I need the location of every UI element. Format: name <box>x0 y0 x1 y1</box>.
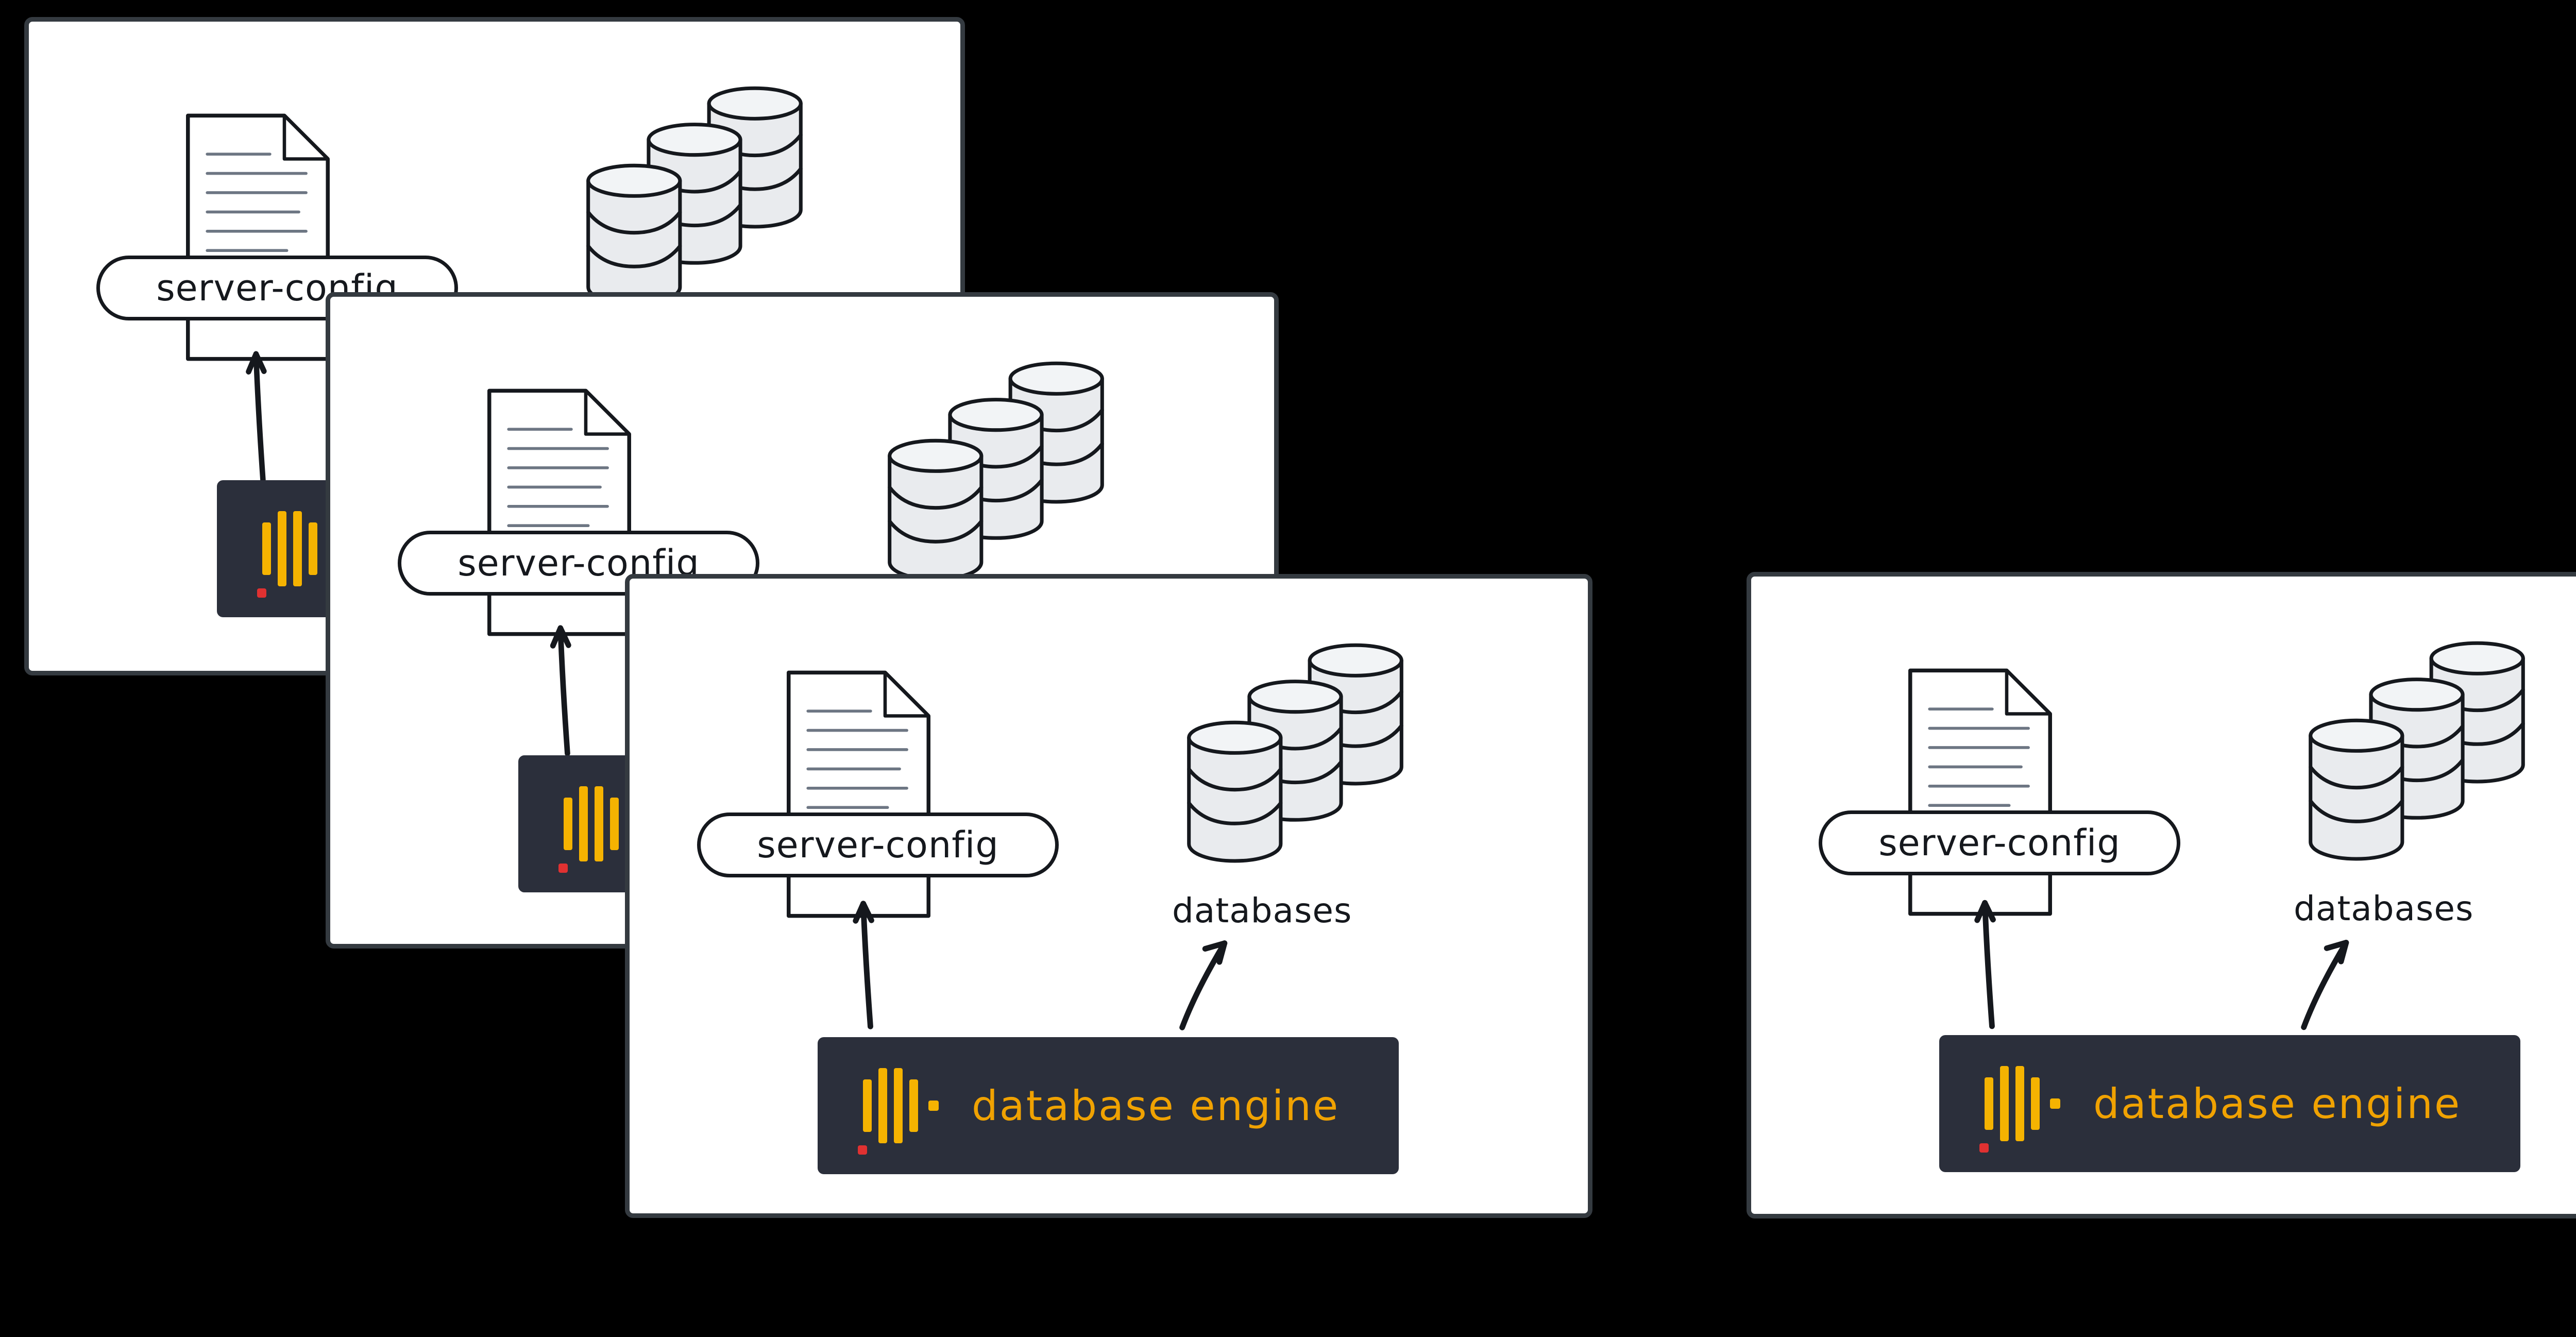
arrow-engine-to-databases <box>1179 940 1228 1030</box>
databases-label: databases <box>2294 889 2474 928</box>
config-document-icon <box>472 386 646 639</box>
server-config-label: server-config <box>1878 822 2121 864</box>
server-config-label: server-config <box>757 824 999 866</box>
database-cylinders-icon <box>2308 641 2526 861</box>
database-cylinders-icon <box>586 86 803 306</box>
databases-label: databases <box>1172 891 1352 930</box>
arrow-engine-to-config <box>550 625 571 756</box>
database-engine-label: database engine <box>2093 1079 2462 1128</box>
server-config-pill: server-config <box>697 813 1059 877</box>
config-document-icon <box>171 111 345 364</box>
server-card-4: server-config databases database engine <box>1747 572 2576 1218</box>
database-engine-label: database engine <box>972 1081 1340 1130</box>
server-card-3: server-config databases database engine <box>625 574 1592 1218</box>
database-engine-box: database engine <box>1939 1035 2520 1172</box>
database-engine-box: database engine <box>818 1037 1399 1174</box>
arrow-engine-to-databases <box>2301 940 2349 1030</box>
config-document-icon <box>772 668 945 921</box>
database-engine-logo-icon <box>858 1067 939 1155</box>
arrow-engine-to-config <box>246 351 267 483</box>
database-cylinders-icon <box>887 361 1105 581</box>
server-config-pill: server-config <box>1819 810 2180 875</box>
database-engine-logo-icon <box>558 785 639 873</box>
server-config-pill: server-config <box>96 256 458 320</box>
arrow-engine-to-config <box>853 901 874 1029</box>
database-engine-logo-icon <box>257 510 338 598</box>
arrow-engine-to-config <box>1974 900 1996 1029</box>
database-engine-logo-icon <box>1979 1065 2060 1153</box>
database-cylinders-icon <box>1187 643 1404 863</box>
config-document-icon <box>1893 666 2067 919</box>
